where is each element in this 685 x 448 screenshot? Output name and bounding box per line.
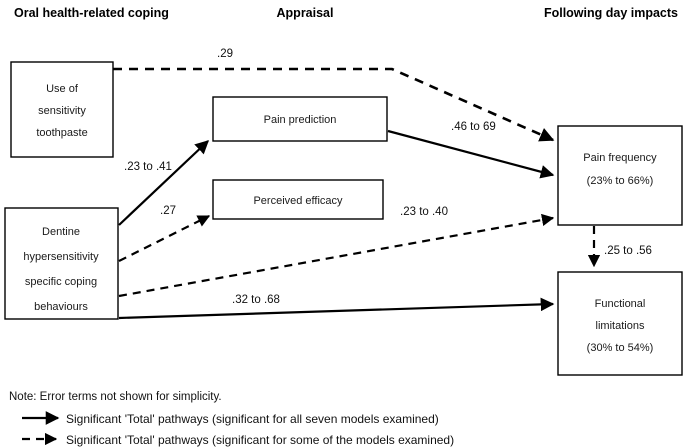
node-pain-frequency[interactable]: Pain frequency (23% to 66%) — [557, 125, 683, 226]
node-label-pain-frequency-line-1: Pain frequency — [583, 152, 657, 164]
node-dentine[interactable]: Dentine hypersensitivity specific coping… — [4, 207, 119, 320]
figure-note: Note: Error terms not shown for simplici… — [9, 391, 222, 403]
node-toothpaste[interactable]: Use of sensitivity toothpaste — [10, 61, 114, 158]
edge-label-dentine-to-pain-prediction: .23 to .41 — [124, 161, 172, 173]
edge-dentine-to-pain-prediction — [118, 140, 209, 226]
node-label-functional-limitations-line-2: limitations — [596, 320, 645, 332]
legend-item-dashed: Significant 'Total' pathways (significan… — [22, 432, 454, 447]
node-box-toothpaste[interactable] — [10, 61, 114, 158]
node-pain-prediction[interactable]: Pain prediction — [212, 96, 388, 142]
column-header-coping: Oral health-related coping — [14, 6, 169, 20]
node-label-dentine-line-4: behaviours — [34, 301, 88, 313]
node-label-dentine-line-2: hypersensitivity — [23, 251, 99, 263]
node-label-functional-limitations-line-1: Functional — [595, 298, 646, 310]
column-headers: Oral health-related coping Appraisal Fol… — [14, 6, 678, 20]
node-label-toothpaste-line-3: toothpaste — [36, 127, 87, 139]
node-label-perceived-efficacy: Perceived efficacy — [253, 195, 343, 207]
edge-dentine-to-pain-frequency — [118, 213, 555, 298]
node-label-functional-limitations-line-3: (30% to 54%) — [587, 342, 654, 354]
node-label-pain-prediction: Pain prediction — [264, 114, 337, 126]
edge-label-toothpaste-to-pain-frequency: .29 — [217, 48, 233, 60]
edge-toothpaste-to-pain-frequency — [113, 67, 555, 142]
edge-label-pain-frequency-to-functional-limitations: .25 to .56 — [604, 245, 652, 257]
node-label-pain-frequency-line-2: (23% to 66%) — [587, 175, 654, 187]
edge-label-dentine-to-pain-frequency: .23 to .40 — [400, 206, 448, 218]
column-header-impacts: Following day impacts — [544, 6, 678, 20]
node-box-pain-prediction[interactable] — [212, 96, 388, 142]
edge-dentine-to-perceived-efficacy — [118, 215, 211, 262]
edge-labels-layer: .29 .23 to .41 .27 .46 to 69 .23 to .40 … — [124, 48, 652, 306]
legend-dashed-label: Significant 'Total' pathways (significan… — [66, 433, 454, 447]
node-box-functional-limitations[interactable] — [557, 271, 683, 376]
node-perceived-efficacy[interactable]: Perceived efficacy — [212, 179, 384, 220]
node-functional-limitations[interactable]: Functional limitations (30% to 54%) — [557, 271, 683, 376]
legend: Significant 'Total' pathways (significan… — [22, 411, 454, 447]
edges-layer — [113, 67, 601, 320]
column-header-appraisal: Appraisal — [277, 6, 334, 20]
legend-item-solid: Significant 'Total' pathways (significan… — [22, 411, 439, 426]
node-label-dentine-line-3: specific coping — [25, 276, 97, 288]
edge-dentine-to-functional-limitations — [118, 297, 555, 320]
node-box-pain-frequency[interactable] — [557, 125, 683, 226]
node-label-toothpaste-line-2: sensitivity — [38, 105, 86, 117]
node-label-dentine-line-1: Dentine — [42, 226, 80, 238]
legend-solid-label: Significant 'Total' pathways (significan… — [66, 412, 439, 426]
edge-label-dentine-to-functional-limitations: .32 to .68 — [232, 294, 280, 306]
edge-pain-prediction-to-pain-frequency — [387, 129, 555, 179]
edge-label-pain-prediction-to-pain-frequency: .46 to 69 — [451, 121, 496, 133]
edge-label-dentine-to-perceived-efficacy: .27 — [160, 205, 176, 217]
node-box-dentine[interactable] — [4, 207, 119, 320]
node-label-toothpaste-line-1: Use of — [46, 83, 79, 95]
node-box-perceived-efficacy[interactable] — [212, 179, 384, 220]
note-label: Note: Error terms not shown for simplici… — [9, 391, 222, 403]
